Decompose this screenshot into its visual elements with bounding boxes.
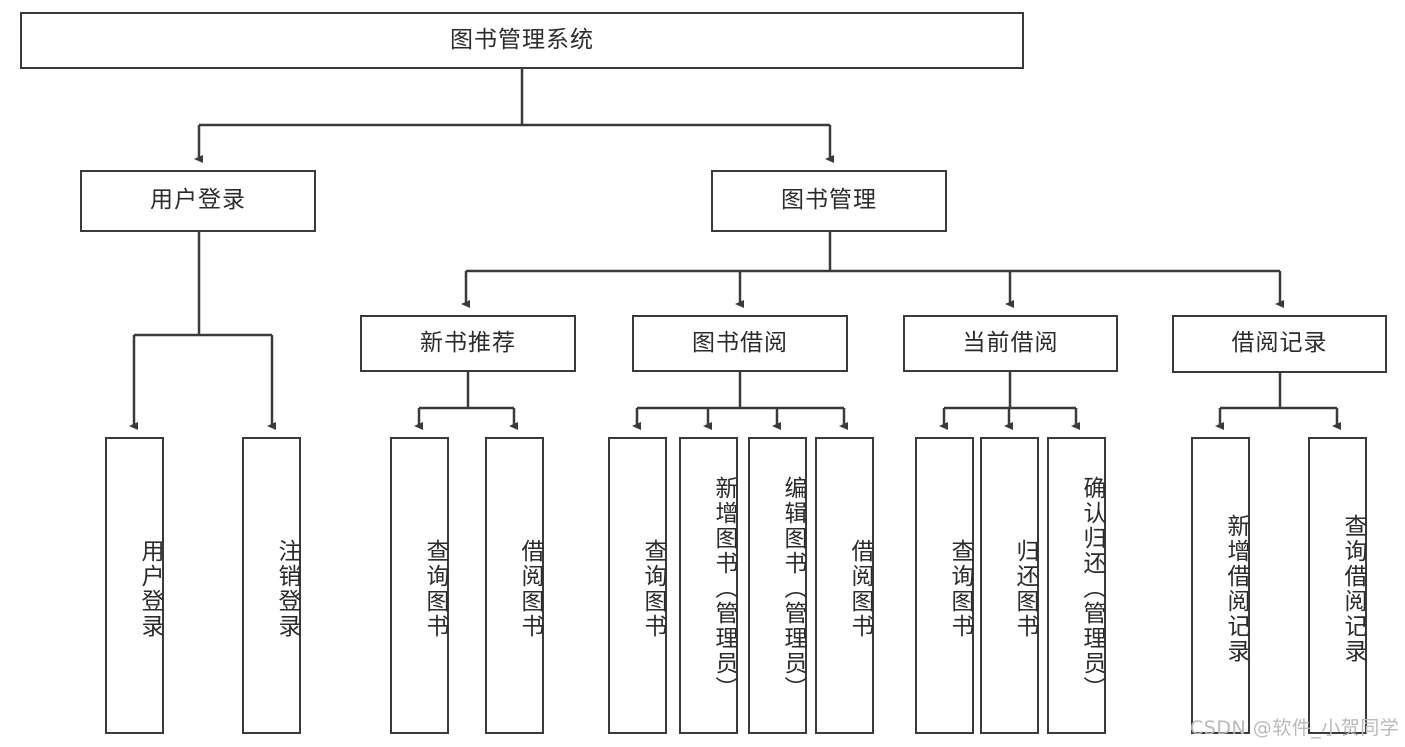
node-leaf-query-book-3[interactable]: 查询图书	[915, 437, 974, 734]
node-label: 查询图书	[947, 538, 973, 639]
node-leaf-edit-book-admin[interactable]: 编辑图书（管理员）	[748, 437, 807, 734]
node-label: 借阅图书	[517, 538, 543, 639]
node-label: 注销登录	[274, 538, 300, 639]
node-leaf-query-book-2[interactable]: 查询图书	[608, 437, 667, 734]
node-label: 编辑图书（管理员）	[780, 476, 806, 701]
node-label: 新增图书（管理员）	[711, 476, 737, 701]
node-borrow-record[interactable]: 借阅记录	[1172, 315, 1387, 373]
node-leaf-query-borrow-record[interactable]: 查询借阅记录	[1308, 437, 1367, 734]
node-label: 借阅记录	[1231, 330, 1328, 357]
node-label: 借阅图书	[847, 538, 873, 639]
node-leaf-add-book-admin[interactable]: 新增图书（管理员）	[679, 437, 738, 734]
node-label: 查询图书	[422, 538, 448, 639]
node-label: 查询图书	[640, 538, 666, 639]
node-label: 查询借阅记录	[1340, 513, 1366, 664]
node-label: 用户登录	[150, 187, 246, 214]
node-current-borrow[interactable]: 当前借阅	[903, 315, 1118, 372]
node-leaf-borrow-book-2[interactable]: 借阅图书	[815, 437, 874, 734]
node-leaf-query-book-1[interactable]: 查询图书	[390, 437, 449, 734]
node-leaf-confirm-return-admin[interactable]: 确认归还（管理员）	[1047, 437, 1106, 734]
node-label: 新书推荐	[420, 329, 516, 356]
node-new-book-recommend[interactable]: 新书推荐	[360, 315, 576, 372]
node-label: 用户登录	[137, 538, 163, 639]
node-user-login[interactable]: 用户登录	[80, 170, 316, 232]
node-label: 新增借阅记录	[1223, 513, 1249, 664]
node-leaf-user-login[interactable]: 用户登录	[105, 437, 164, 734]
node-leaf-return-book[interactable]: 归还图书	[980, 437, 1039, 734]
node-label: 图书管理	[781, 187, 877, 214]
node-leaf-borrow-book-1[interactable]: 借阅图书	[485, 437, 544, 734]
node-label: 归还图书	[1012, 538, 1038, 639]
node-leaf-logout-login[interactable]: 注销登录	[242, 437, 301, 734]
csdn-watermark: CSDN @软件_小贺同学	[1190, 717, 1400, 739]
node-label: 图书管理系统	[450, 26, 594, 53]
node-label: 当前借阅	[962, 329, 1059, 356]
node-book-management[interactable]: 图书管理	[711, 170, 947, 232]
node-book-borrow[interactable]: 图书借阅	[632, 315, 848, 372]
node-label: 确认归还（管理员）	[1079, 476, 1105, 701]
node-root-system[interactable]: 图书管理系统	[20, 12, 1024, 69]
node-leaf-add-borrow-record[interactable]: 新增借阅记录	[1191, 437, 1250, 734]
node-label: 图书借阅	[692, 329, 788, 356]
